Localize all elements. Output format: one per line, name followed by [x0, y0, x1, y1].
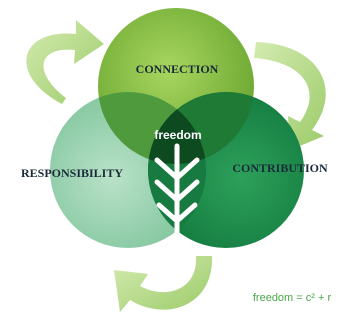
- formula-text: freedom = c² + r: [253, 292, 332, 304]
- arrow-top-left-icon: [26, 20, 104, 104]
- label-contribution: CONTRIBUTION: [232, 161, 328, 175]
- label-connection: CONNECTION: [136, 62, 219, 76]
- label-freedom: freedom: [154, 128, 201, 142]
- overlap-center: [148, 92, 206, 164]
- arrow-right-icon: [254, 42, 326, 150]
- label-responsibility: RESPONSIBILITY: [21, 166, 123, 180]
- branch-icon: [154, 143, 200, 245]
- arrow-bottom-icon: [114, 256, 213, 312]
